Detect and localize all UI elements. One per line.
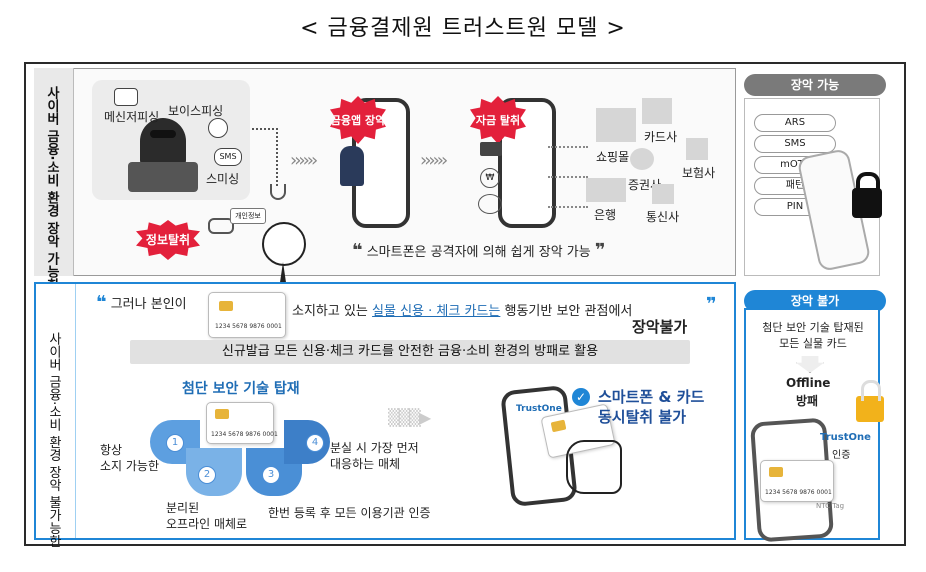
quote-bold-uncapturable: 장악불가: [632, 318, 688, 336]
mall-building-icon: [596, 108, 636, 142]
dotted-line: [276, 128, 278, 186]
threat-voice: 보이스피싱: [168, 104, 224, 118]
key-icon: [208, 218, 234, 234]
auth-label: 인증: [832, 450, 851, 461]
top-quote-text: 스마트폰은 공격자에 의해 쉽게 장악 가능: [366, 245, 591, 260]
insurance-icon: [686, 138, 708, 160]
padlock-shackle-icon: [861, 380, 881, 401]
securities-icon: [630, 148, 654, 170]
side-bot-header: 장악 불가: [744, 290, 886, 312]
top-quote: ❝ 스마트폰은 공격자에 의해 쉽게 장악 가능 ❞: [352, 240, 606, 261]
card-chip-icon: [769, 467, 783, 477]
offline-label: Offline: [786, 376, 831, 390]
sms-icon: SMS: [214, 148, 242, 166]
won-coin-icon: ₩: [480, 168, 500, 188]
credit-card-icon: 1234 5678 9876 0001: [208, 292, 286, 338]
dotted-line: [252, 128, 278, 130]
mask-icon: [150, 130, 176, 138]
hook-icon: [270, 184, 286, 200]
result-line1: 스마트폰 & 카드: [598, 388, 705, 406]
phone-call-icon: [208, 118, 228, 138]
bank-icon: [586, 178, 626, 202]
target-insurance: 보험사: [682, 166, 716, 180]
person-head-icon: [262, 222, 306, 266]
model-frame: [24, 62, 906, 546]
card-number: 1234 5678 9876 0001: [765, 489, 832, 496]
page-title: < 금융결제원 트러스트원 모델 >: [300, 16, 626, 41]
dotted-connector: [548, 146, 588, 148]
target-card-company: 카드사: [644, 130, 678, 144]
hacker-icon: [140, 118, 186, 166]
quote-part2: 소지하고 있는: [292, 304, 368, 319]
bottom-quote-continued: 소지하고 있는 실물 신용 · 체크 카드는 행동기반 보안 관점에서: [292, 300, 632, 319]
feature-3: 한번 등록 후 모든 이용기관 인증: [268, 506, 431, 520]
chevron-arrows-icon: ››››››: [420, 150, 448, 171]
messenger-icon: [114, 88, 138, 106]
arrow-right-icon: ▒▒▒▶: [388, 408, 431, 427]
threat-messenger: 메신저피싱: [104, 110, 160, 124]
chevron-arrows-icon: ››››››: [290, 150, 318, 171]
shield-label: 방패: [796, 394, 819, 408]
step-number-2: 2: [198, 466, 216, 484]
padlock-shackle-icon: [856, 172, 880, 194]
top-panel-label: 사이버 금융·소비 환경 장악 가능한: [44, 86, 59, 292]
quote-part1: 그러나 본인이: [110, 297, 187, 312]
telecom-icon: [652, 184, 674, 204]
step-number-4: 4: [306, 434, 324, 452]
card-chip-icon: [219, 301, 233, 311]
card-number: 1234 5678 9876 0001: [211, 431, 278, 438]
side-bot-desc: 첨단 보안 기술 탑재된 모든 실물 카드: [762, 321, 864, 350]
credit-card-icon: 1234 5678 9876 0001: [760, 460, 834, 502]
target-bank: 은행: [594, 208, 617, 222]
quote-highlight: 실물 신용 · 체크 카드는: [372, 304, 501, 319]
side-top-header: 장악 가능: [744, 74, 886, 96]
quote-part3: 행동기반 보안 관점에서: [504, 304, 633, 319]
card-chip-icon: [215, 409, 229, 419]
result-line2: 동시탈취 불가: [598, 408, 687, 426]
bottom-quote: ❝ 그러나 본인이: [96, 292, 187, 313]
auth-option-ars: ARS: [754, 114, 836, 132]
target-shopping: 쇼핑몰: [596, 150, 630, 164]
ntc-tag-label: NTC Tag: [816, 502, 845, 510]
bottom-panel-label: 사이버 금융·소비 환경 장악 불가능한: [46, 332, 61, 548]
money-bag-icon: [478, 194, 502, 214]
threat-smishing: 스미싱: [206, 172, 240, 186]
feature-4: 분실 시 가장 먼저 대응하는 매체: [330, 441, 419, 471]
bottom-panel: [34, 282, 736, 540]
card-company-icon: [642, 98, 672, 124]
dotted-connector: [548, 206, 588, 208]
target-telecom: 통신사: [646, 210, 680, 224]
step-number-3: 3: [262, 466, 280, 484]
credit-card-icon: 1234 5678 9876 0001: [206, 402, 278, 444]
card-icon: [480, 142, 502, 156]
protection-band: 신규발급 모든 신용·체크 카드를 안전한 금융·소비 환경의 방패로 활용: [130, 340, 690, 364]
necktie-icon: [278, 262, 288, 296]
tech-title: 첨단 보안 기술 탑재: [182, 381, 300, 397]
close-quote-icon: ❞: [706, 294, 717, 315]
feature-1: 항상 소지 가능한: [100, 443, 160, 473]
personal-info-tag: 개인정보: [230, 208, 266, 224]
side-brand-logo: TrustOne: [820, 432, 871, 443]
brand-logo: TrustOne: [516, 404, 562, 414]
step-number-1: 1: [166, 434, 184, 452]
dotted-connector: [548, 176, 588, 178]
laptop-icon: [128, 162, 198, 192]
card-chip-icon: [550, 419, 567, 433]
top-panel-label-box: 사이버 금융·소비 환경 장악 가능한: [34, 68, 74, 291]
hacker-figure-icon: [340, 146, 364, 186]
card-number: 1234 5678 9876 0001: [215, 323, 282, 330]
feature-2: 분리된 오프라인 매체로: [166, 501, 248, 531]
bottom-panel-label-box: 사이버 금융·소비 환경 장악 불가능한: [36, 284, 76, 548]
hand-icon: [566, 440, 622, 494]
auth-option-sms: SMS: [754, 135, 836, 153]
check-icon: ✓: [572, 388, 590, 406]
